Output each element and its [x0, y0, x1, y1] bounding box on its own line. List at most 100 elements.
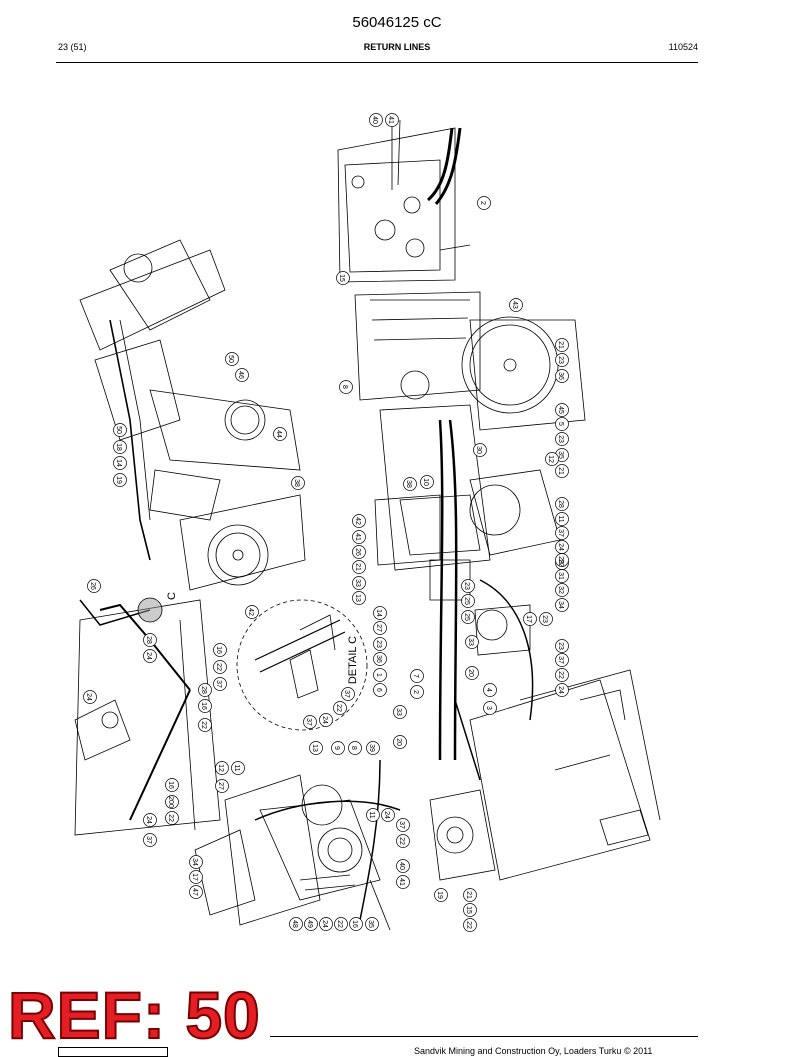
- callout-label: 26: [89, 582, 96, 590]
- callout-label: 23: [541, 615, 548, 623]
- callout-label: 22: [167, 814, 174, 822]
- callout-label: 44: [275, 430, 282, 438]
- callout-label: 37: [343, 690, 350, 698]
- callout-label: 37: [305, 718, 312, 726]
- callout-label: 17: [525, 615, 532, 623]
- callout-label: 25: [463, 597, 470, 605]
- callout-label: 38: [293, 479, 300, 487]
- callout-label: 24: [557, 543, 564, 551]
- callout-label: 14: [115, 459, 122, 467]
- callout-label: 28: [200, 686, 207, 694]
- callout-label: 24: [557, 686, 564, 694]
- callout-label: 28: [557, 500, 564, 508]
- callout-label: 21: [354, 563, 361, 571]
- callout-label: 26: [354, 548, 361, 556]
- callout-label: 33: [354, 579, 361, 587]
- callout-label: 25: [463, 613, 470, 621]
- callout-label: 34: [191, 858, 198, 866]
- detail-c-label: DETAIL C: [347, 636, 359, 684]
- ref-badge: REF: 50: [7, 978, 261, 1052]
- page-indicator: 23 (51): [58, 42, 87, 52]
- callout-label: 14: [375, 609, 382, 617]
- callout-label: 41: [354, 533, 361, 541]
- callout-label: 11: [557, 515, 564, 522]
- callout-label: 35: [557, 451, 564, 459]
- date-code: 110524: [668, 42, 698, 52]
- callout-bubbles: 40 41 2 15 43 21 23 36 45 5 23 35 21 12 …: [83, 113, 569, 932]
- drawing-linework: [74, 119, 661, 931]
- callout-label: 19: [115, 476, 122, 484]
- callout-label: 49: [306, 920, 313, 928]
- callout-label: 50: [115, 426, 122, 434]
- callout-label: 15: [465, 906, 472, 914]
- callout-label: 39: [368, 744, 375, 752]
- doc-number: 56046125 cC: [352, 14, 442, 31]
- callout-label: 30: [475, 446, 482, 454]
- header-rule: [56, 62, 698, 63]
- sandvik-logo: [58, 1047, 168, 1057]
- callout-label: 27: [217, 782, 224, 790]
- callout-label: 20: [467, 669, 474, 677]
- callout-label: 8: [341, 385, 348, 389]
- callout-label: 6: [375, 688, 382, 692]
- callout-label: 43: [511, 301, 518, 309]
- callout-label: 23: [375, 640, 382, 648]
- callout-label: 38: [405, 480, 412, 488]
- callout-label: 27: [375, 624, 382, 632]
- callout-label: 20: [395, 738, 402, 746]
- callout-label: 15: [338, 274, 345, 282]
- callout-label: 16: [167, 781, 174, 789]
- callout-label: 22: [335, 704, 342, 712]
- callout-label: 16: [215, 646, 222, 654]
- footer-copyright: Sandvik Mining and Construction Oy, Load…: [414, 1046, 653, 1056]
- callout-label: 35: [367, 920, 374, 928]
- callout-label: 4: [485, 688, 492, 692]
- callout-label: 24: [321, 920, 328, 928]
- callout-label: 22: [557, 671, 564, 679]
- c-marker-label: C: [166, 592, 178, 600]
- callout-label: 36: [557, 372, 564, 380]
- callout-label: 23: [557, 435, 564, 443]
- callout-label: 36: [375, 655, 382, 663]
- callout-label: 24: [383, 811, 390, 819]
- callout-label: 17: [191, 873, 198, 881]
- callout-label: 23: [557, 642, 564, 650]
- callout-label: 10: [422, 478, 429, 486]
- callout-label: 41: [398, 878, 405, 886]
- callout-label: 23: [557, 356, 564, 364]
- callout-label: 23: [463, 582, 470, 590]
- callout-label: 7: [412, 674, 419, 678]
- callout-label: 24: [321, 716, 328, 724]
- callout-label: 3: [485, 706, 492, 710]
- callout-label: 40: [371, 116, 378, 124]
- callout-label: 31: [557, 572, 564, 580]
- callout-label: 11: [368, 811, 375, 818]
- callout-label: 2: [479, 201, 486, 205]
- callout-label: 22: [215, 663, 222, 671]
- callout-label: 34: [557, 601, 564, 609]
- callout-label: 24: [145, 816, 152, 824]
- callout-label: 28: [145, 636, 152, 644]
- callout-label: 5: [557, 422, 564, 426]
- callout-label: 37: [215, 680, 222, 688]
- callout-label: 37: [557, 529, 564, 537]
- callout-label: 11: [233, 764, 240, 771]
- callout-label: 29: [557, 556, 564, 564]
- callout-label: 13: [311, 744, 318, 752]
- callout-label: 41: [387, 116, 394, 124]
- callout-label: 21: [465, 891, 472, 899]
- callout-label: 18: [115, 443, 122, 451]
- callout-label: 22: [200, 721, 207, 729]
- callout-label: 2: [412, 690, 419, 694]
- callout-label: 22: [465, 921, 472, 929]
- section-title: RETURN LINES: [363, 42, 431, 52]
- callout-label: 37: [557, 656, 564, 664]
- callout-label: 50: [227, 355, 234, 363]
- callout-label: 45: [557, 406, 564, 414]
- callout-label: 8: [350, 746, 357, 750]
- callout-label: 24: [145, 652, 152, 660]
- callout-label: 19: [436, 891, 443, 899]
- callout-label: 13: [354, 594, 361, 602]
- callout-label: 200: [167, 796, 174, 808]
- callout-label: 16: [351, 920, 358, 928]
